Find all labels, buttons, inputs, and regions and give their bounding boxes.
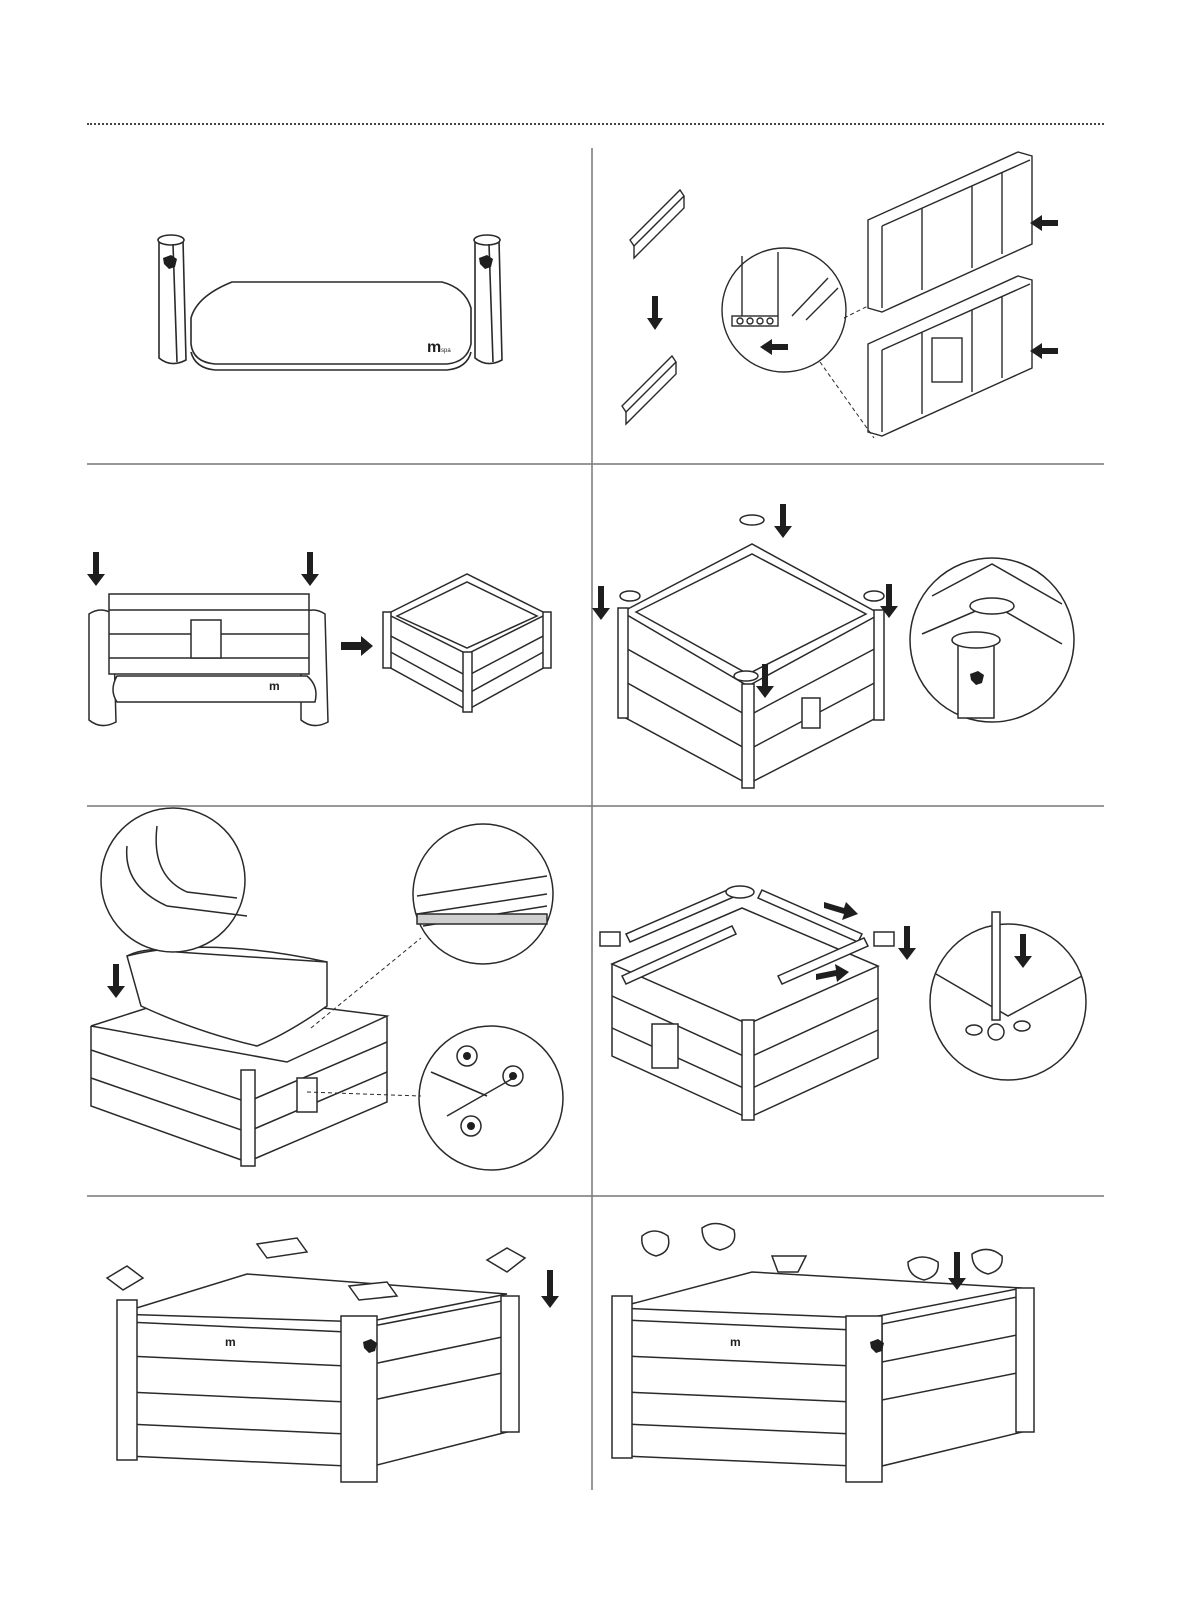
step-1-panel: m spa [87, 148, 592, 464]
step-7-illustration: m [87, 1196, 592, 1490]
brand-logo-suffix: spa [441, 348, 451, 354]
step-8-illustration: m [592, 1196, 1104, 1490]
brand-logo: m [427, 339, 441, 356]
step-2-panel [592, 148, 1104, 464]
step-2-illustration [592, 148, 1104, 464]
brand-logo-7: m [225, 1335, 236, 1349]
step-6-panel [592, 806, 1104, 1196]
step-4-illustration [592, 464, 1104, 806]
step-5-panel [87, 806, 592, 1196]
step-4-panel [592, 464, 1104, 806]
step-7-panel: m [87, 1196, 592, 1490]
step-1-illustration: m spa [87, 148, 592, 464]
step-3-panel: m [87, 464, 592, 806]
brand-logo-3: m [269, 679, 280, 693]
step-5-illustration [87, 806, 592, 1196]
step-8-panel: m [592, 1196, 1104, 1490]
step-6-illustration [592, 806, 1104, 1196]
step-3-illustration: m [87, 464, 592, 806]
brand-logo-8: m [730, 1335, 741, 1349]
